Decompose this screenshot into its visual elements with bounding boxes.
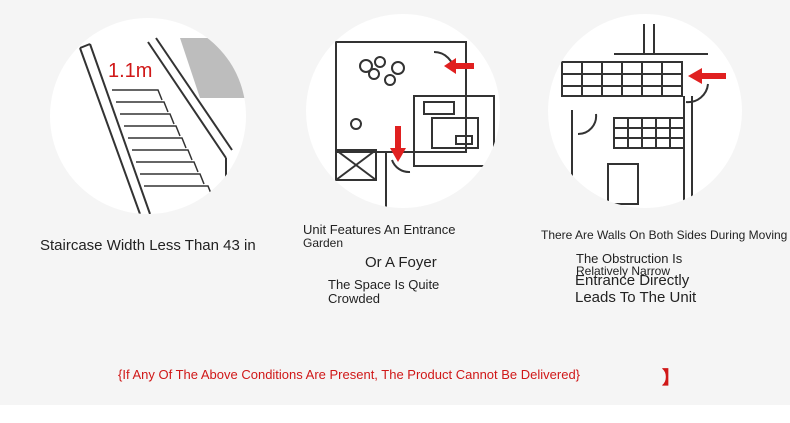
walls-caption-line-3: Relatively Narrow bbox=[576, 264, 671, 278]
entrance-caption-line-3: Or A Foyer bbox=[365, 254, 437, 271]
walls-caption-line-4: Entrance Directly bbox=[575, 272, 690, 289]
walls-caption-line-5: Leads To The Unit bbox=[575, 289, 697, 306]
corridor-illustration bbox=[548, 14, 742, 208]
entrance-caption-line-2: Garden bbox=[303, 236, 344, 250]
walls-caption-line-1: There Are Walls On Both Sides During Mov… bbox=[541, 228, 788, 242]
notice-bracket: 】 bbox=[662, 368, 680, 388]
entrance-caption-line-1: Unit Features An Entrance bbox=[303, 222, 456, 237]
floorplan-diagram-icon bbox=[335, 41, 495, 208]
staircase-caption: Staircase Width Less Than 43 in bbox=[40, 237, 256, 254]
entrance-illustration bbox=[306, 14, 500, 208]
entrance-caption-line-5: Crowded bbox=[328, 291, 381, 306]
entrance-arrow-left-icon bbox=[444, 58, 474, 74]
corridor-diagram-icon bbox=[561, 24, 726, 208]
staircase-illustration: 1.1m bbox=[50, 18, 246, 214]
infographic-canvas: 1.1m Staircase Width Less Than 43 in bbox=[40, 14, 788, 388]
entrance-arrow-down-icon bbox=[390, 126, 406, 162]
staircase-diagram-icon bbox=[79, 37, 246, 214]
width-dimension-label: 1.1m bbox=[108, 60, 153, 82]
corridor-arrow-left-icon bbox=[688, 68, 726, 84]
delivery-notice: {If Any Of The Above Conditions Are Pres… bbox=[118, 367, 581, 382]
walls-caption-line-2: The Obstruction Is bbox=[576, 251, 683, 266]
entrance-caption-line-4: The Space Is Quite bbox=[328, 277, 440, 292]
